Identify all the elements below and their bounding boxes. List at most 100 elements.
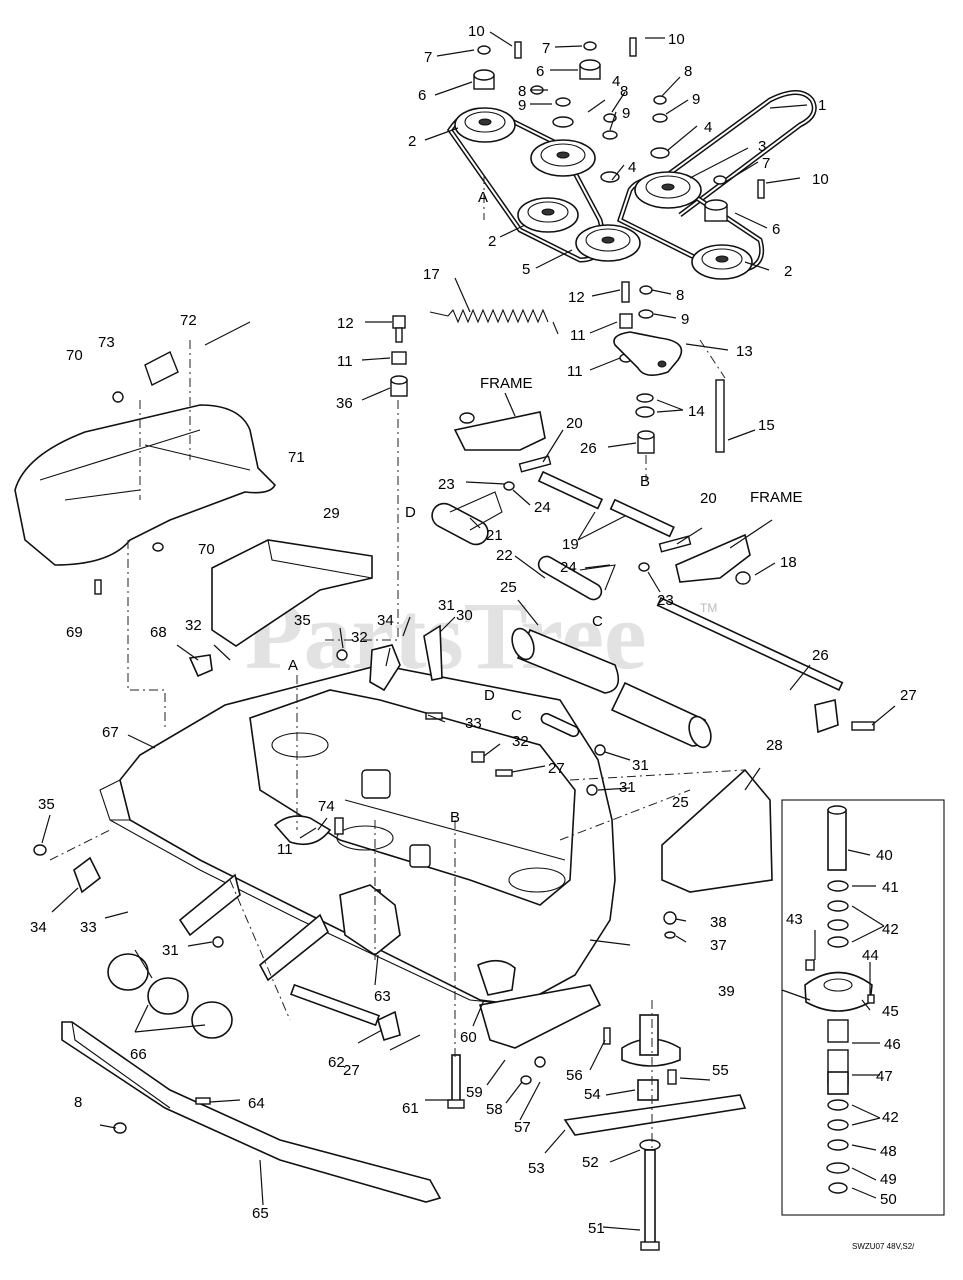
callout-36: 36 [336, 395, 353, 412]
callout-37: 37 [710, 937, 727, 954]
roller-25-upper [511, 627, 620, 694]
callout-34b: 34 [30, 919, 47, 936]
ref-letter-a-top: A [478, 189, 488, 206]
callout-73: 73 [98, 334, 115, 351]
callout-8e: 8 [74, 1094, 82, 1111]
callout-32a: 32 [185, 617, 202, 634]
ref-letter-b-deck: B [450, 809, 460, 826]
pulley-2-right [691, 244, 753, 280]
callout-2c: 2 [784, 263, 792, 280]
bolt-63 [339, 884, 401, 956]
callout-12a: 12 [337, 315, 354, 332]
callout-68: 68 [150, 624, 167, 641]
callout-56: 56 [566, 1067, 583, 1084]
callout-30: 30 [456, 607, 473, 624]
reference-lines [49, 175, 746, 1150]
callout-20b: 20 [700, 490, 717, 507]
callout-65: 65 [252, 1205, 269, 1222]
ref-letter-a-deck: A [288, 657, 298, 674]
callout-61: 61 [402, 1100, 419, 1117]
callout-9b: 9 [622, 105, 630, 122]
spring-17 [429, 308, 559, 335]
callout-41: 41 [882, 879, 899, 896]
callout-35a: 35 [294, 612, 311, 629]
callout-27b: 27 [548, 760, 565, 777]
ref-letter-c-deck: C [511, 707, 522, 724]
baffle-29 [211, 539, 373, 647]
callout-60: 60 [460, 1029, 477, 1046]
callout-59: 59 [466, 1084, 483, 1101]
callout-26b: 26 [812, 647, 829, 664]
callout-31b: 31 [632, 757, 649, 774]
callout-51: 51 [588, 1220, 605, 1237]
ref-letter-d-top: D [405, 504, 416, 521]
frame-labels: FRAME FRAME [480, 375, 803, 506]
callout-6b: 6 [536, 63, 544, 80]
callout-45: 45 [882, 1003, 899, 1020]
blade-53 [563, 1094, 747, 1136]
gauge-wheels-66 [107, 953, 233, 1039]
callout-50: 50 [880, 1191, 897, 1208]
callout-38: 38 [710, 914, 727, 931]
pulley-3 [634, 171, 702, 209]
callout-11c: 11 [567, 363, 583, 380]
callout-10a: 10 [468, 23, 485, 40]
frame-left [453, 411, 546, 451]
callout-58: 58 [486, 1101, 503, 1118]
callout-67: 67 [102, 724, 119, 741]
roller-25-lower [610, 681, 712, 749]
front-skirt-65 [61, 1021, 442, 1203]
pivot-parts [431, 455, 692, 601]
callout-42b: 42 [882, 1109, 899, 1126]
drawing-code: SWZU07 48V,S2/ [852, 1242, 915, 1251]
misc-hardware [94, 391, 677, 1134]
callout-5: 5 [522, 261, 530, 278]
callout-72: 72 [180, 312, 197, 329]
spindle-inset-box [781, 799, 945, 1216]
callout-labels: 1 2 2 2 3 4 4 4 5 6 6 6 7 7 7 8 8 8 8 8 … [30, 23, 917, 1237]
callout-7a: 7 [424, 49, 432, 66]
callout-55: 55 [712, 1062, 729, 1079]
callout-42a: 42 [882, 921, 899, 938]
chute-bracket-72-73 [144, 321, 251, 386]
baffle-28 [661, 768, 773, 893]
callout-70a: 70 [66, 347, 83, 364]
callout-27a: 27 [900, 687, 917, 704]
callout-28: 28 [766, 737, 783, 754]
callout-40: 40 [876, 847, 893, 864]
callout-7c: 7 [762, 155, 770, 172]
callout-21: 21 [486, 527, 503, 544]
callout-15: 15 [758, 417, 775, 434]
callout-53: 53 [528, 1160, 545, 1177]
callout-9a: 9 [518, 97, 526, 114]
callout-6c: 6 [772, 221, 780, 238]
callout-31d: 31 [162, 942, 179, 959]
callout-66: 66 [130, 1046, 147, 1063]
callout-31c: 31 [619, 779, 636, 796]
callout-8c: 8 [684, 63, 692, 80]
pulley-2-left [454, 107, 516, 143]
callout-26a: 26 [580, 440, 597, 457]
callout-71: 71 [288, 449, 305, 466]
callout-22: 22 [496, 547, 513, 564]
callout-43: 43 [786, 911, 803, 928]
frame-label-1: FRAME [480, 375, 533, 392]
callout-11d: 11 [277, 841, 293, 858]
callout-23a: 23 [438, 476, 455, 493]
hardware-top [473, 37, 765, 222]
bolt-61 [447, 1054, 465, 1109]
callout-8a: 8 [518, 83, 526, 100]
callout-4a: 4 [612, 73, 620, 90]
callout-10c: 10 [812, 171, 829, 188]
deck-hardware [33, 624, 580, 894]
frame-label-2: FRAME [750, 489, 803, 506]
leaders [41, 31, 896, 1231]
callout-11a: 11 [570, 327, 586, 344]
callout-63: 63 [374, 988, 391, 1005]
callout-64: 64 [248, 1095, 265, 1112]
callout-57: 57 [514, 1119, 531, 1136]
callout-8b: 8 [620, 83, 628, 100]
belt-1 [638, 90, 817, 217]
